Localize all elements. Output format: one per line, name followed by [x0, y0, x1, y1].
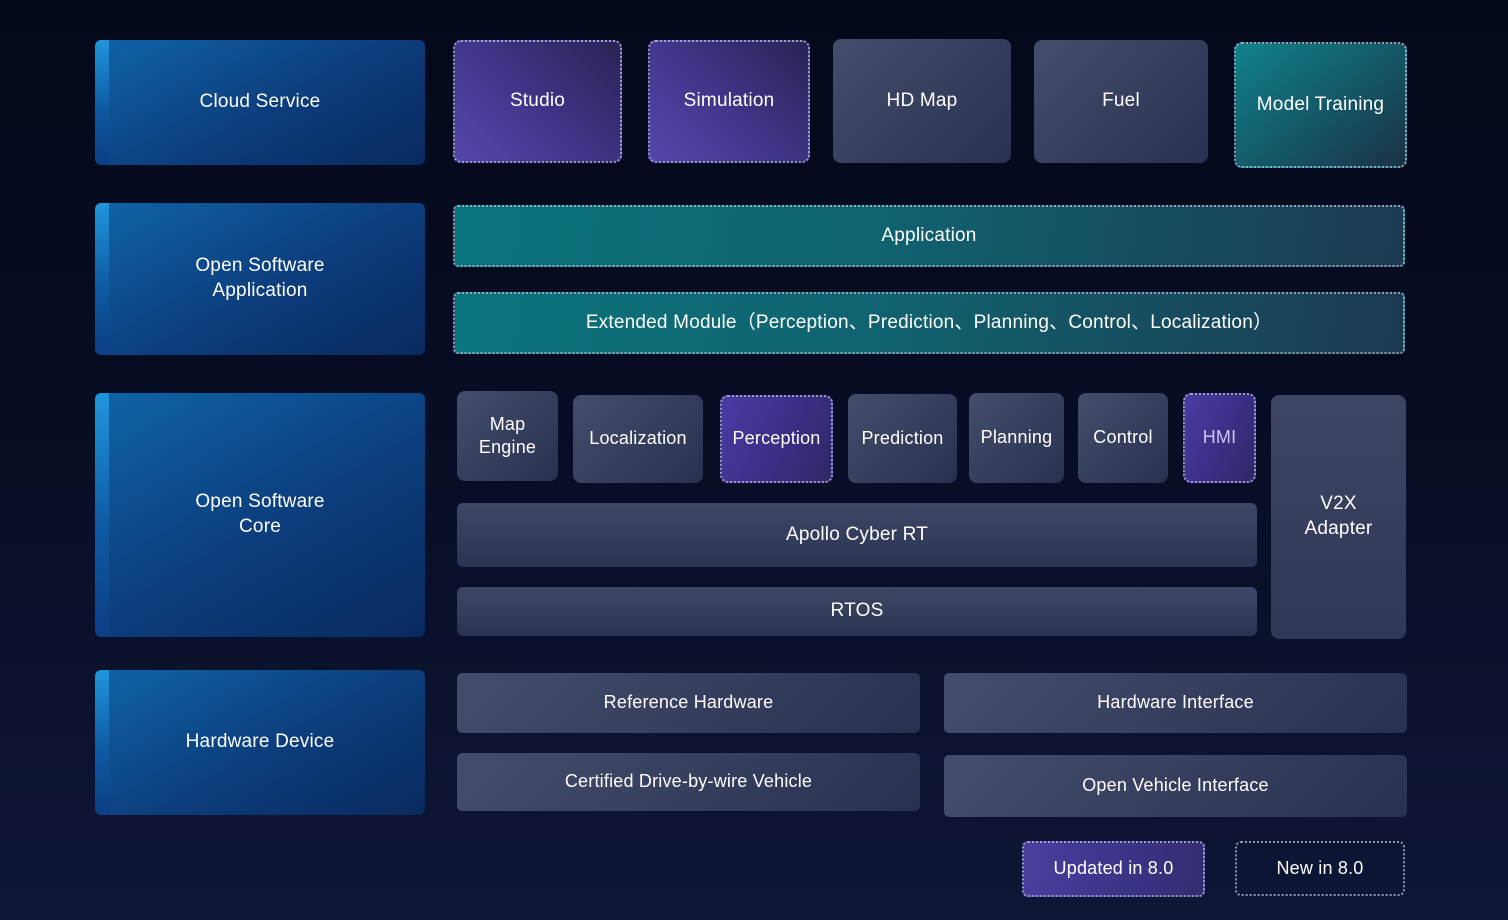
certified-vehicle-bar: Certified Drive-by-wire Vehicle	[457, 753, 920, 811]
perception-box: Perception	[720, 395, 833, 483]
prediction-box: Prediction	[848, 394, 957, 483]
hardware-interface-bar: Hardware Interface	[944, 673, 1407, 733]
extended-module-bar: Extended Module（Perception、Prediction、Pl…	[453, 292, 1405, 354]
studio-box: Studio	[453, 40, 622, 163]
certified-vehicle-label: Certified Drive-by-wire Vehicle	[564, 771, 813, 792]
hmi-box: HMI	[1183, 393, 1256, 483]
application-label: Application	[881, 224, 977, 246]
extended-module-label: Extended Module（Perception、Prediction、Pl…	[585, 311, 1273, 333]
control-box: Control	[1078, 393, 1168, 483]
model-training-box: Model Training	[1234, 42, 1407, 168]
planning-label: Planning	[980, 427, 1053, 448]
legend-updated-chip: Updated in 8.0	[1022, 841, 1205, 897]
apollo-cyber-rt-bar: Apollo Cyber RT	[457, 503, 1257, 567]
hardware-device-label: Hardware Device	[185, 731, 335, 753]
cloud-service-box: Cloud Service	[95, 40, 425, 165]
open-software-core-box: Open Software Core	[95, 393, 425, 637]
localization-label: Localization	[589, 428, 687, 449]
v2x-adapter-label: V2X Adapter	[1304, 493, 1373, 539]
reference-hardware-label: Reference Hardware	[603, 692, 774, 713]
fuel-label: Fuel	[1102, 90, 1140, 112]
apollo-cyber-rt-label: Apollo Cyber RT	[785, 523, 929, 545]
control-label: Control	[1093, 427, 1153, 448]
rtos-bar: RTOS	[457, 587, 1257, 636]
reference-hardware-bar: Reference Hardware	[457, 673, 920, 733]
rtos-label: RTOS	[830, 600, 884, 622]
open-vehicle-interface-bar: Open Vehicle Interface	[944, 755, 1407, 817]
legend-new-chip: New in 8.0	[1235, 841, 1405, 896]
map-engine-box: Map Engine	[457, 391, 558, 481]
legend-new-label: New in 8.0	[1276, 857, 1364, 878]
localization-box: Localization	[573, 395, 703, 483]
simulation-label: Simulation	[683, 90, 775, 112]
accent-bar	[95, 203, 109, 355]
accent-bar	[95, 670, 109, 815]
legend-updated-label: Updated in 8.0	[1053, 858, 1174, 879]
application-bar: Application	[453, 205, 1405, 267]
hmi-label: HMI	[1202, 427, 1237, 448]
planning-box: Planning	[969, 393, 1064, 483]
hd-map-box: HD Map	[833, 39, 1011, 163]
hd-map-label: HD Map	[886, 89, 958, 111]
model-training-label: Model Training	[1256, 93, 1385, 115]
map-engine-label: Map Engine	[478, 413, 537, 457]
studio-label: Studio	[509, 90, 566, 112]
cloud-service-label: Cloud Service	[199, 91, 321, 113]
prediction-label: Prediction	[861, 427, 944, 448]
fuel-box: Fuel	[1034, 40, 1208, 163]
v2x-adapter-box: V2X Adapter	[1271, 395, 1406, 639]
simulation-box: Simulation	[648, 40, 810, 163]
open-software-application-label: Open Software Application	[195, 255, 325, 301]
open-software-core-label: Open Software Core	[195, 491, 325, 537]
open-software-application-box: Open Software Application	[95, 203, 425, 355]
open-vehicle-interface-label: Open Vehicle Interface	[1082, 775, 1269, 796]
perception-label: Perception	[732, 428, 821, 449]
hardware-device-box: Hardware Device	[95, 670, 425, 815]
accent-bar	[95, 40, 109, 165]
accent-bar	[95, 393, 109, 637]
hardware-interface-label: Hardware Interface	[1097, 692, 1254, 713]
